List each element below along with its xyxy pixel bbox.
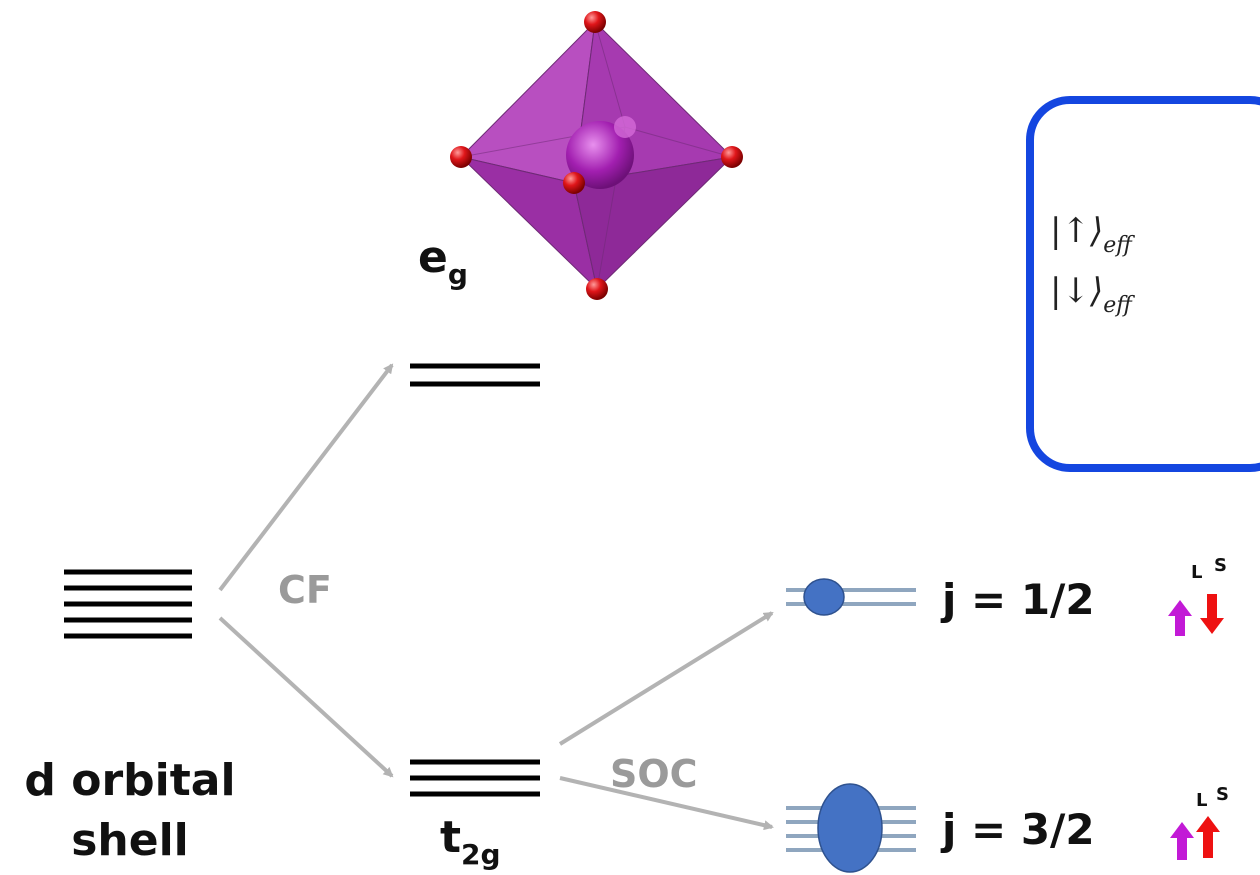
central-metal-atom [566, 121, 634, 189]
orbital-moment-arrow-L [1170, 822, 1194, 860]
j-half-label: j = 1/2 [940, 575, 1095, 624]
j-three-half-spin-arrows: L S [1170, 784, 1229, 860]
soc-arrow-down [559, 776, 774, 831]
effective-states-box [1026, 96, 1260, 472]
oxygen-atom [563, 172, 585, 194]
soc-arrow-up [558, 611, 774, 746]
up-eff-state: |↑⟩eff [1050, 211, 1135, 258]
t2g-levels [410, 759, 540, 797]
d-orbital-shell-label-line1: d orbital [24, 755, 235, 806]
oxygen-atom [721, 146, 743, 168]
cf-arrow-down [218, 616, 394, 778]
j-half-electron [803, 578, 845, 616]
eg-label: eg [418, 232, 468, 291]
down-eff-state: |↓⟩eff [1050, 271, 1135, 318]
oxygen-atom [586, 278, 608, 300]
oxygen-atom [450, 146, 472, 168]
cf-label: CF [278, 568, 332, 612]
L-label: L [1191, 562, 1202, 583]
soc-label: SOC [610, 752, 698, 796]
L-label: L [1196, 790, 1207, 811]
orbital-moment-arrow-L [1168, 600, 1192, 636]
cf-arrow-up [218, 363, 394, 592]
spin-moment-arrow-S [1200, 594, 1224, 634]
eg-levels [410, 363, 540, 387]
d-orbital-levels [64, 569, 192, 639]
t2g-label: t2g [440, 812, 501, 871]
j-three-half-electron [817, 783, 883, 873]
oxygen-atom [584, 11, 606, 33]
S-label: S [1214, 555, 1227, 576]
j-half-spin-arrows: L S [1168, 555, 1227, 636]
d-orbital-shell-label-line2: shell [71, 815, 189, 866]
j-three-half-label: j = 3/2 [940, 805, 1095, 854]
spin-moment-arrow-S [1196, 816, 1220, 858]
S-label: S [1216, 784, 1229, 805]
octahedron-structure [450, 11, 743, 300]
